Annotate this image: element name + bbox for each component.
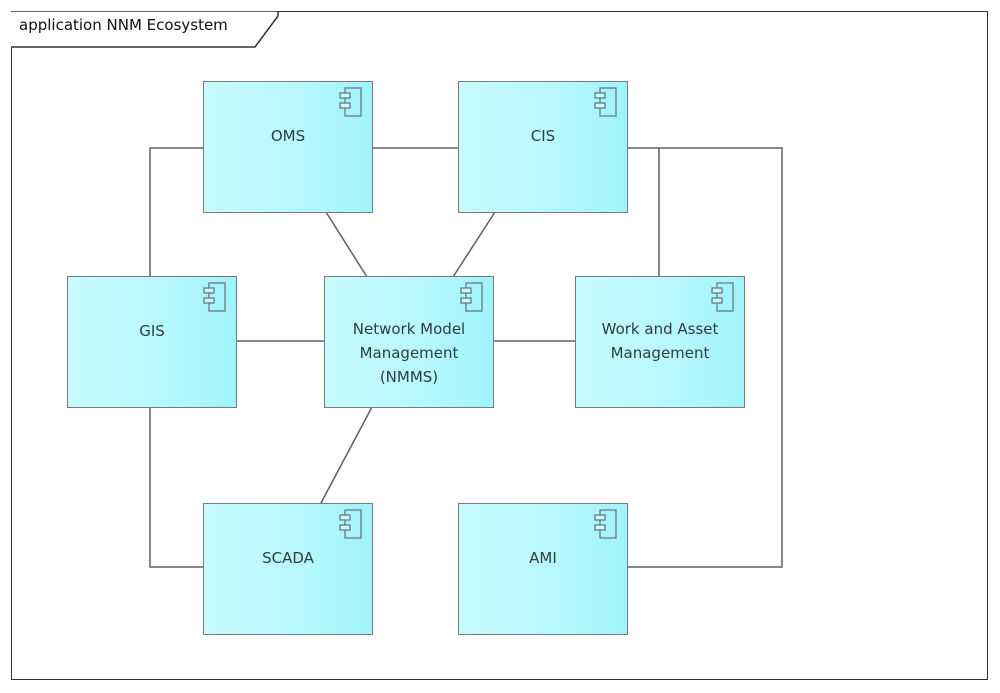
connector-oms-nmms[interactable] <box>325 211 368 278</box>
connector-cis-ami[interactable] <box>628 147 783 568</box>
connector-cis-nmms[interactable] <box>452 211 496 278</box>
component-icon <box>203 282 226 312</box>
component-label: SCADA <box>262 549 314 567</box>
label-line: Network Model <box>352 320 466 338</box>
component-label: AMI <box>529 549 557 567</box>
component-icon <box>460 282 483 312</box>
component-scada[interactable]: SCADA <box>203 503 373 635</box>
component-label: OMS <box>270 127 306 145</box>
label-line: Work and Asset <box>601 320 719 338</box>
label-line: Management <box>610 344 710 362</box>
component-icon <box>339 87 362 117</box>
component-icon <box>594 509 617 539</box>
component-nmms[interactable]: Network Model Management (NMMS) <box>324 276 494 408</box>
connector-cis-wam[interactable] <box>628 147 660 277</box>
connector-oms-gis[interactable] <box>149 147 203 277</box>
component-icon <box>594 87 617 117</box>
diagram-frame <box>11 11 988 680</box>
component-cis[interactable]: CIS <box>458 81 628 213</box>
connector-nmms-scada[interactable] <box>320 406 373 504</box>
diagram-title: application NNM Ecosystem <box>19 16 228 34</box>
title-tab <box>11 11 279 48</box>
component-work-and-asset-management[interactable]: Work and Asset Management <box>575 276 745 408</box>
label-line: Management <box>359 344 459 362</box>
component-label: CIS <box>530 127 556 145</box>
component-oms[interactable]: OMS <box>203 81 373 213</box>
component-gis[interactable]: GIS <box>67 276 237 408</box>
connector-gis-scada[interactable] <box>149 407 203 568</box>
component-label: GIS <box>139 322 165 340</box>
component-label: Work and Asset Management <box>602 317 719 365</box>
component-ami[interactable]: AMI <box>458 503 628 635</box>
label-line: (NMMS) <box>379 368 439 386</box>
component-icon <box>711 282 734 312</box>
component-icon <box>339 509 362 539</box>
component-label: Network Model Management (NMMS) <box>353 317 465 389</box>
